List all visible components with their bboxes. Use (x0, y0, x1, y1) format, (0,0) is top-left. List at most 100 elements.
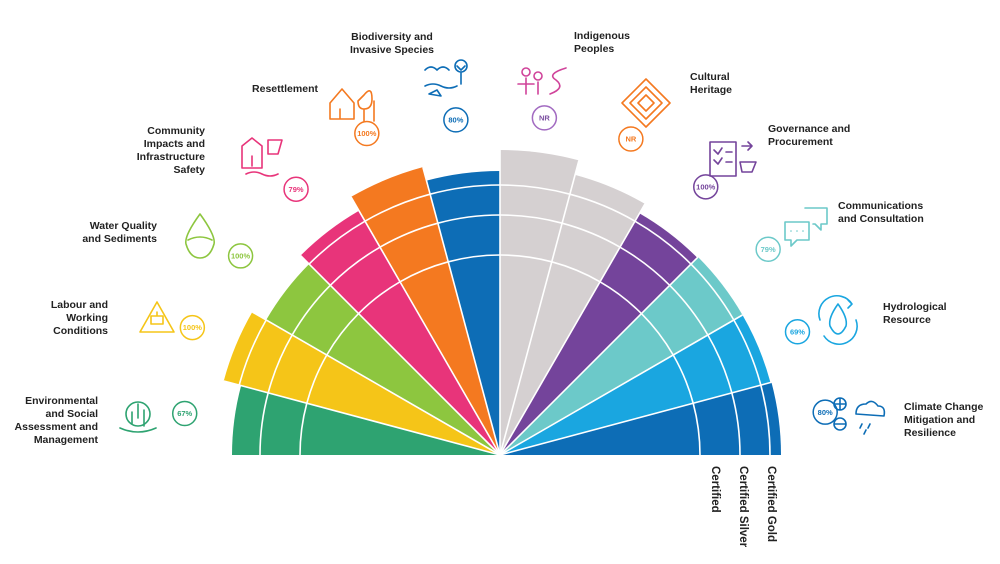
ring-line (733, 319, 762, 386)
score-badge (179, 314, 206, 341)
score-badge (812, 399, 838, 425)
ring-line (358, 281, 401, 315)
category-icons (119, 59, 886, 435)
separator (499, 381, 772, 456)
wedge-10 (500, 315, 771, 455)
chat-bubbles-icon (784, 207, 828, 247)
wedge-4 (351, 167, 500, 455)
ring-line (599, 281, 642, 315)
chart-rings (238, 184, 771, 456)
ring-line (259, 392, 269, 456)
ring-line (690, 263, 735, 321)
score-label: NR (539, 114, 550, 123)
pattern-diamond-icon (621, 78, 671, 128)
ring-line (692, 403, 701, 456)
score-label: 80% (448, 115, 463, 124)
ring-line (760, 384, 771, 456)
category-label: Resettlement (252, 83, 318, 95)
level-label: Certified Gold (765, 466, 777, 542)
ring-line (379, 222, 439, 248)
water-cycle-icon (818, 294, 858, 346)
separator (422, 166, 501, 456)
ring-line (499, 184, 571, 195)
ring-line (448, 254, 501, 263)
ring-line (731, 392, 741, 456)
ring-line (669, 284, 709, 336)
separator (499, 314, 743, 456)
ring-line (364, 193, 431, 222)
score-badge (171, 400, 198, 427)
score-badge (354, 120, 380, 147)
ring-line (499, 254, 552, 263)
separator (223, 380, 501, 456)
score-badge (784, 319, 811, 345)
level-label: Certified (709, 466, 721, 513)
climate-cloud-icon (833, 397, 886, 435)
score-badge (693, 174, 719, 200)
ring-line (437, 214, 501, 224)
separator (499, 203, 646, 456)
score-label: 79% (289, 185, 304, 194)
wedge-2 (266, 264, 500, 455)
ring-line (707, 334, 733, 394)
wedge-9 (500, 257, 743, 455)
score-label: 100% (696, 182, 716, 191)
ring-line (619, 246, 671, 286)
people-path-icon (517, 67, 567, 95)
wedge-8 (500, 213, 698, 455)
separator (499, 160, 580, 456)
checklist-cart-icon (709, 141, 757, 177)
score-badge (443, 107, 469, 133)
ring-line (329, 246, 381, 286)
house-trees-icon (329, 88, 375, 122)
ring-line (306, 354, 328, 404)
score-badge (531, 105, 558, 131)
ring-line (561, 222, 621, 248)
score-badge (618, 126, 644, 152)
ring-line (640, 313, 674, 356)
score-label: 100% (231, 252, 251, 261)
separator (251, 311, 501, 456)
score-badge (283, 176, 309, 202)
warning-triangle-icon (139, 301, 175, 333)
separator (300, 255, 501, 456)
ring-line (291, 284, 331, 336)
fish-bird-tree-icon (424, 59, 468, 97)
ring-line (499, 214, 563, 224)
ring-line (399, 261, 449, 283)
score-label: 100% (357, 129, 377, 138)
score-label: 100% (183, 323, 203, 332)
wedge-7 (500, 174, 645, 455)
community-icon (241, 137, 283, 177)
score-label: 67% (177, 409, 192, 418)
ring-line (569, 193, 636, 222)
ring-line (308, 220, 366, 265)
water-drop-icon (184, 213, 216, 259)
wedge-1 (223, 312, 500, 455)
score-label: 80% (818, 408, 833, 417)
ring-line (429, 184, 501, 195)
ring-line (299, 403, 308, 456)
ring-line (672, 354, 694, 404)
score-label: NR (625, 135, 636, 144)
wedge-3 (300, 210, 500, 455)
ring-line (551, 261, 601, 283)
separator (499, 256, 699, 456)
ring-line (267, 334, 293, 394)
baseline (190, 455, 810, 461)
score-badge (227, 243, 254, 269)
ring-line (634, 220, 692, 265)
